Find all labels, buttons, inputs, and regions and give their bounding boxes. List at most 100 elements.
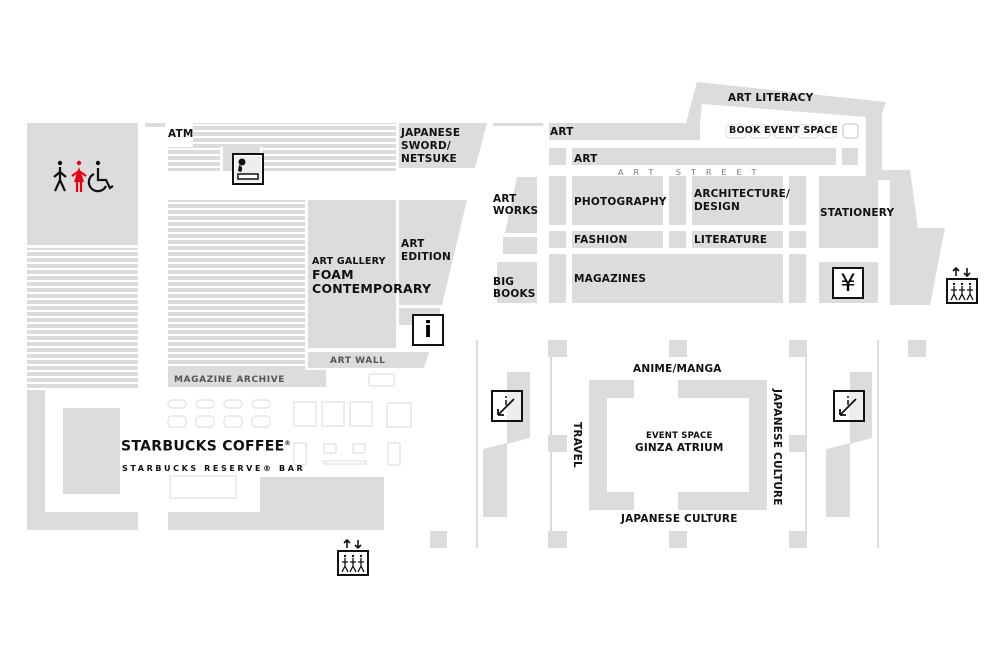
atrium-frame-right (678, 380, 767, 510)
architecture-area (692, 176, 783, 225)
anime-manga-label: ANIME/MANGA (633, 363, 722, 375)
counter (386, 402, 412, 428)
starbucks-block (168, 477, 384, 530)
art-row-area (549, 123, 700, 140)
literature-area (692, 231, 783, 248)
art-label-second: ART (574, 153, 598, 165)
shelf (669, 231, 686, 248)
event-table (725, 124, 747, 139)
label-line: ART (401, 238, 425, 250)
shelf-area-top (193, 123, 396, 147)
event-table (821, 124, 837, 139)
wheelchair-icon (87, 160, 114, 193)
seating (167, 415, 187, 428)
wall-area-left (27, 390, 138, 530)
shelf (503, 237, 537, 254)
shelf (549, 176, 566, 225)
women-restroom-icon (71, 160, 87, 192)
shelf (789, 254, 806, 303)
label-line: BOOKS (493, 288, 536, 300)
event-table (749, 124, 771, 139)
tax-free-yen-icon[interactable]: ¥ (832, 267, 864, 299)
seating (167, 399, 187, 409)
shelf (789, 231, 806, 248)
art-gallery-area (308, 200, 396, 348)
stool (352, 443, 366, 454)
shelf-area-top-left (168, 147, 220, 171)
block-left (63, 408, 120, 494)
foam-label: FOAM (312, 267, 354, 282)
event-table (842, 123, 859, 139)
stationery-area (819, 176, 878, 248)
shelf (789, 176, 806, 225)
atm-corner (145, 123, 165, 127)
travel-label: TRAVEL (571, 422, 583, 468)
escalator-info-icon-right[interactable] (833, 390, 865, 422)
information-icon[interactable]: i (412, 314, 444, 346)
men-restroom-icon (53, 160, 67, 192)
book-event-space-label: BOOK EVENT SPACE (729, 125, 839, 136)
counter (368, 373, 395, 387)
japanese-culture-bottom-label: JAPANESE CULTURE (621, 513, 738, 525)
art-shelf-area (572, 148, 836, 165)
counter (323, 460, 367, 465)
magazine-archive-label: MAGAZINE ARCHIVE (174, 375, 286, 385)
art-wall-label: ART WALL (330, 356, 386, 366)
starbucks-reserve-label: STARBUCKS RESERVE® BAR (122, 464, 306, 473)
label-line: ARCHITECTURE/ (694, 188, 791, 200)
event-table (797, 124, 819, 139)
counter (387, 442, 401, 466)
shelf-area-top-right (262, 147, 396, 171)
event-table (773, 124, 795, 139)
magazine-archive-area (168, 370, 326, 387)
shelf-area-main (168, 200, 305, 384)
shelf-area-left (27, 248, 138, 388)
pillar (789, 435, 807, 452)
magazines-area (572, 254, 783, 303)
big-books-area (497, 262, 537, 303)
seating (223, 415, 243, 428)
seating (321, 401, 345, 427)
elevator-icon-right[interactable] (946, 267, 978, 304)
art-street-label: ART STREET (618, 168, 767, 177)
literature-label: LITERATURE (694, 234, 768, 246)
pillar (789, 531, 807, 548)
pillar (669, 340, 687, 357)
stationery-wall (866, 112, 945, 305)
art-gallery-label: ART GALLERY (312, 256, 386, 267)
art-edition-label: ART EDITION (401, 238, 451, 264)
art-edition-area (399, 200, 467, 305)
art-literacy-label: ART LITERACY (728, 92, 814, 104)
ginza-atrium-label: GINZA ATRIUM (635, 442, 724, 454)
seating (223, 399, 243, 409)
baby-care-room-icon[interactable] (232, 153, 264, 185)
label-line: JAPANESE (401, 127, 461, 139)
top-edge (493, 123, 543, 126)
divider-line (476, 340, 478, 548)
escalator-info-icon-left[interactable] (491, 390, 523, 422)
pillar (789, 340, 807, 357)
restroom-icons[interactable] (50, 160, 116, 194)
registered-mark: ® (284, 440, 291, 447)
elevator-icon-bottom[interactable] (337, 539, 369, 576)
label-line: NETSUKE (401, 153, 457, 165)
event-space-label: EVENT SPACE (646, 431, 713, 441)
art-label-top: ART (550, 126, 574, 138)
art-wall-area (308, 352, 429, 368)
baby-care-glyph (235, 156, 261, 182)
architecture-label: ARCHITECTURE/ DESIGN (694, 188, 790, 214)
label-line: WORKS (493, 205, 539, 217)
japanese-sword-label: JAPANESE SWORD/ NETSUKE (401, 127, 460, 166)
label-line: ART (493, 193, 517, 205)
pillar (548, 340, 567, 357)
art-works-label: ART WORKS (493, 193, 538, 217)
seating (195, 415, 215, 428)
pillar (548, 531, 567, 548)
shelf (549, 148, 566, 165)
japanese-sword-area (399, 123, 487, 168)
pillar (548, 435, 567, 452)
fashion-area (572, 231, 663, 248)
label-line: EDITION (401, 251, 451, 263)
stool (323, 443, 337, 454)
